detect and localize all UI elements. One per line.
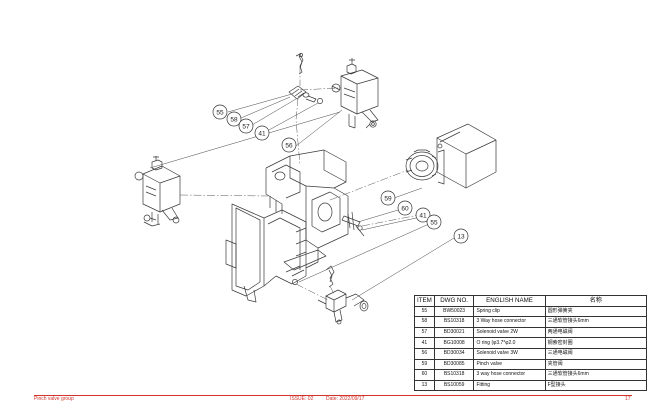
bom-chinese-name: 夹管阀 bbox=[544, 358, 648, 371]
bom-english-name: Solenoid valve 2W bbox=[473, 326, 546, 339]
solenoid-valve-3w-left bbox=[134, 156, 181, 227]
bom-row: 59 BD30085 Pinch valve 夹管阀 bbox=[414, 358, 648, 371]
bom-chinese-name: 三通软管接头6mm bbox=[544, 369, 648, 381]
svg-text:58: 58 bbox=[230, 116, 238, 123]
bom-row: 56 BD30034 Solenoid valve 3W 三通电磁阀 bbox=[414, 347, 648, 360]
svg-text:41: 41 bbox=[419, 212, 427, 219]
bom-dwg-no: BD30034 bbox=[433, 347, 475, 360]
footer-document-title: Pinch valve group bbox=[34, 396, 74, 402]
bom-dwg-no: BG10008 bbox=[433, 337, 475, 349]
bom-chinese-name: 三通电磁阀 bbox=[544, 347, 648, 360]
callout-60: 60 bbox=[397, 200, 413, 216]
bom-header-item: ITEM bbox=[414, 295, 435, 307]
bom-english-name: Fitting bbox=[473, 379, 546, 392]
bom-dwg-no: BW50023 bbox=[433, 305, 475, 318]
callout-56: 56 bbox=[281, 137, 297, 153]
footer-date: Date: 2022/09/17 bbox=[326, 396, 365, 402]
callout-41-top: 41 bbox=[254, 125, 270, 141]
callout-13: 13 bbox=[453, 228, 469, 244]
bom-item: 57 bbox=[414, 326, 435, 339]
o-ring-bottom bbox=[292, 279, 298, 285]
bom-english-name: O ring (φ3.7*φ2.0 bbox=[473, 337, 546, 349]
callout-57: 57 bbox=[238, 118, 254, 134]
footer-issue: ISSUE: 02 bbox=[290, 396, 314, 402]
footer-page-number: 17 bbox=[625, 396, 631, 402]
svg-text:55: 55 bbox=[430, 219, 438, 226]
hose-connector-middle bbox=[341, 211, 365, 237]
bom-chinese-name: 钢索密封圈 bbox=[544, 337, 648, 349]
bom-row: 13 BS10059 Fitting F型接头 bbox=[414, 379, 648, 392]
callout-55-bottom: 55 bbox=[426, 214, 442, 230]
bom-english-name: Pinch valve bbox=[473, 358, 546, 371]
bom-dwg-no: BS10318 bbox=[433, 316, 475, 328]
mounting-bracket bbox=[225, 149, 349, 303]
bom-item: 41 bbox=[414, 337, 435, 349]
svg-text:55: 55 bbox=[216, 109, 224, 116]
bom-header-chinese-name: 名称 bbox=[544, 295, 648, 307]
bom-header-english-name: ENGLISH NAME bbox=[473, 295, 546, 307]
bom-item: 58 bbox=[414, 316, 435, 328]
bom-header-dwg-no: DWG NO. bbox=[433, 295, 475, 307]
svg-text:56: 56 bbox=[285, 142, 293, 149]
solenoid-valve-2w-top bbox=[331, 58, 379, 129]
fitting-bottom bbox=[317, 289, 369, 325]
bom-row: 41 BG10008 O ring (φ3.7*φ2.0 钢索密封圈 bbox=[414, 337, 648, 349]
bom-english-name: 3 Way hose connector bbox=[473, 316, 546, 328]
bom-dwg-no: BD30085 bbox=[433, 358, 475, 371]
bom-row: 55 BW50023 Spring clip 圆形弹簧夹 bbox=[414, 305, 648, 318]
bom-dwg-no: BS10059 bbox=[433, 379, 475, 392]
bom-dwg-no: BS10318 bbox=[433, 369, 475, 381]
bom-item: 60 bbox=[414, 369, 435, 381]
callout-balloons: 55 58 57 41 56 59 60 41 bbox=[212, 104, 469, 244]
spring-clip-bottom bbox=[325, 265, 335, 288]
bom-item: 59 bbox=[414, 358, 435, 371]
svg-text:57: 57 bbox=[242, 123, 250, 130]
bom-row: 57 BD30021 Solenoid valve 2W 两通电磁阀 bbox=[414, 326, 648, 339]
bom-chinese-name: 三通软管接头6mm bbox=[544, 316, 648, 328]
bom-english-name: Spring clip bbox=[473, 305, 546, 318]
bom-chinese-name: 两通电磁阀 bbox=[544, 326, 648, 339]
bom-english-name: 3 way hose connector bbox=[473, 369, 546, 381]
bom-item: 13 bbox=[414, 379, 435, 392]
bom-row: 58 BS10318 3 Way hose connector 三通软管接头6m… bbox=[414, 316, 648, 328]
bom-item: 56 bbox=[414, 347, 435, 360]
bom-english-name: Solenoid valve 3W bbox=[473, 347, 546, 360]
bom-chinese-name: 圆形弹簧夹 bbox=[544, 305, 648, 318]
bom-row: 60 BS10318 3 way hose connector 三通软管接头6m… bbox=[414, 369, 648, 381]
bom-dwg-no: BD30021 bbox=[433, 326, 475, 339]
callout-41-bottom: 41 bbox=[415, 207, 431, 223]
pinch-valve bbox=[405, 123, 497, 189]
callout-59: 59 bbox=[380, 190, 396, 206]
callout-58: 58 bbox=[226, 111, 242, 127]
callout-55-top: 55 bbox=[212, 104, 228, 120]
bom-item: 55 bbox=[414, 305, 435, 318]
svg-text:60: 60 bbox=[401, 205, 409, 212]
svg-text:13: 13 bbox=[457, 233, 465, 240]
svg-text:59: 59 bbox=[384, 195, 392, 202]
o-ring-top bbox=[317, 98, 323, 104]
hose-connector-top bbox=[288, 85, 317, 103]
bill-of-materials-table: ITEM DWG NO. ENGLISH NAME 名称 55 BW50023 … bbox=[414, 295, 648, 392]
footer-rule bbox=[34, 395, 632, 396]
spring-clip-top bbox=[295, 53, 304, 75]
bom-chinese-name: F型接头 bbox=[544, 379, 648, 392]
bom-header-row: ITEM DWG NO. ENGLISH NAME 名称 bbox=[414, 295, 648, 307]
svg-text:41: 41 bbox=[258, 130, 266, 137]
